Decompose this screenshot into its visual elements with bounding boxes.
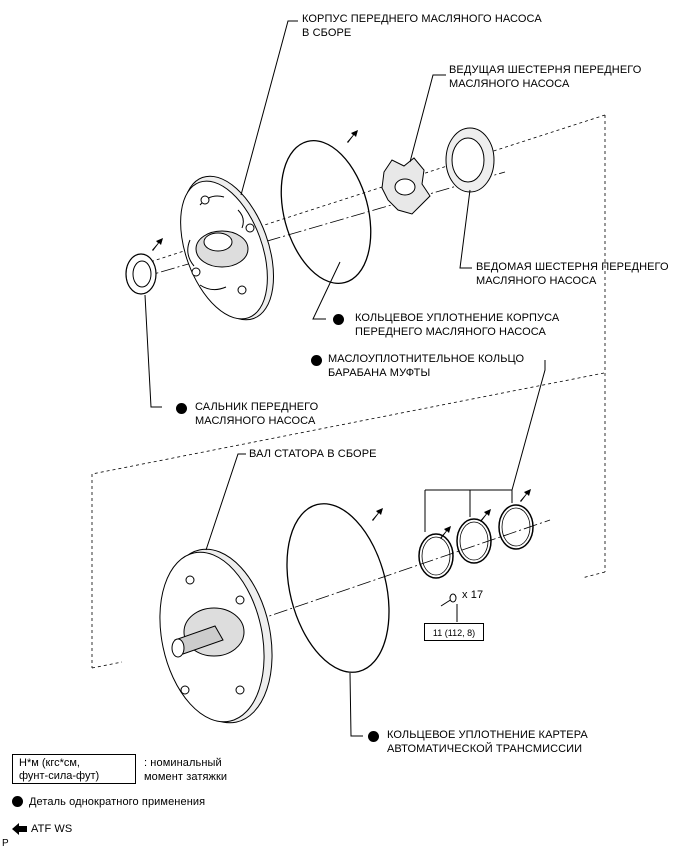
non-reusable-icon bbox=[311, 355, 322, 366]
legend-torque-unit-box: Н*м (кгс*см, фунт-сила-фут) bbox=[12, 754, 136, 784]
case-o-ring-part bbox=[286, 503, 390, 673]
label-line: КОЛЬЦЕВОЕ УПЛОТНЕНИЕ КАРТЕРА bbox=[387, 729, 588, 741]
label-line: ПЕРЕДНЕГО МАСЛЯНОГО НАСОСА bbox=[355, 326, 546, 338]
legend-arrow-icon bbox=[12, 823, 27, 835]
torque-spec-box: 11 (112, 8) bbox=[424, 623, 484, 641]
label-line: САЛЬНИК ПЕРЕДНЕГО bbox=[195, 401, 319, 413]
label-line: МАСЛЯНОГО НАСОСА bbox=[195, 415, 316, 427]
driven-gear-part bbox=[445, 127, 495, 193]
non-reusable-icon bbox=[368, 731, 379, 742]
label-line: МАСЛОУПЛОТНИТЕЛЬНОЕ КОЛЬЦО bbox=[328, 353, 525, 365]
label-line: ВЕДОМАЯ ШЕСТЕРНЯ ПЕРЕДНЕГО bbox=[476, 261, 669, 273]
label-line: КОРПУС ПЕРЕДНЕГО МАСЛЯНОГО НАСОСА bbox=[302, 13, 542, 25]
legend-line: Н*м (кгс*см, bbox=[19, 757, 80, 769]
legend-line: момент затяжки bbox=[144, 771, 228, 783]
label-body-o-ring: КОЛЬЦЕВОЕ УПЛОТНЕНИЕ КОРПУСА ПЕРЕДНЕГО М… bbox=[355, 311, 559, 339]
label-line: КОЛЬЦЕВОЕ УПЛОТНЕНИЕ КОРПУСА bbox=[355, 312, 560, 324]
label-line: МАСЛЯНОГО НАСОСА bbox=[449, 78, 570, 90]
bolt-quantity: x 17 bbox=[462, 589, 484, 601]
atf-arrow-icons bbox=[152, 130, 531, 539]
legend-non-reusable-text: Деталь однократного применения bbox=[29, 796, 206, 808]
label-clutch-drum-seal-ring: МАСЛОУПЛОТНИТЕЛЬНОЕ КОЛЬЦО БАРАБАНА МУФТ… bbox=[328, 352, 524, 380]
label-front-pump-body: КОРПУС ПЕРЕДНЕГО МАСЛЯНОГО НАСОСА В СБОР… bbox=[302, 12, 542, 40]
stator-shaft-part bbox=[159, 548, 273, 724]
legend-atf-text: ATF WS bbox=[31, 823, 73, 835]
label-oil-seal: САЛЬНИК ПЕРЕДНЕГО МАСЛЯНОГО НАСОСА bbox=[195, 400, 318, 428]
legend-non-reusable-icon bbox=[12, 796, 23, 807]
drive-gear-part bbox=[381, 157, 431, 215]
non-reusable-icon bbox=[176, 403, 187, 414]
label-stator-shaft: ВАЛ СТАТОРА В СБОРЕ bbox=[249, 448, 377, 460]
seal-rings-part bbox=[418, 504, 534, 579]
pump-body-o-ring-part bbox=[280, 140, 372, 284]
label-line: АВТОМАТИЧЕСКОЙ ТРАНСМИССИИ bbox=[387, 743, 583, 755]
label-drive-gear: ВЕДУЩАЯ ШЕСТЕРНЯ ПЕРЕДНЕГО МАСЛЯНОГО НАС… bbox=[449, 63, 641, 91]
label-line: БАРАБАНА МУФТЫ bbox=[328, 367, 431, 379]
legend-torque-desc: : номинальный момент затяжки bbox=[144, 756, 227, 784]
label-driven-gear: ВЕДОМАЯ ШЕСТЕРНЯ ПЕРЕДНЕГО МАСЛЯНОГО НАС… bbox=[476, 260, 669, 288]
label-line: В СБОРЕ bbox=[302, 27, 352, 39]
legend-line: : номинальный bbox=[144, 757, 222, 769]
oil-seal-part bbox=[125, 253, 157, 295]
bolt-part bbox=[440, 593, 457, 607]
front-pump-body-part bbox=[180, 175, 275, 321]
corner-mark: P bbox=[2, 838, 9, 849]
label-line: МАСЛЯНОГО НАСОСА bbox=[476, 275, 597, 287]
label-line: ВЕДУЩАЯ ШЕСТЕРНЯ ПЕРЕДНЕГО bbox=[449, 64, 642, 76]
label-case-o-ring: КОЛЬЦЕВОЕ УПЛОТНЕНИЕ КАРТЕРА АВТОМАТИЧЕС… bbox=[387, 728, 588, 756]
legend-line: фунт-сила-фут) bbox=[19, 770, 100, 782]
non-reusable-icon bbox=[333, 314, 344, 325]
leader-lines bbox=[144, 20, 546, 737]
